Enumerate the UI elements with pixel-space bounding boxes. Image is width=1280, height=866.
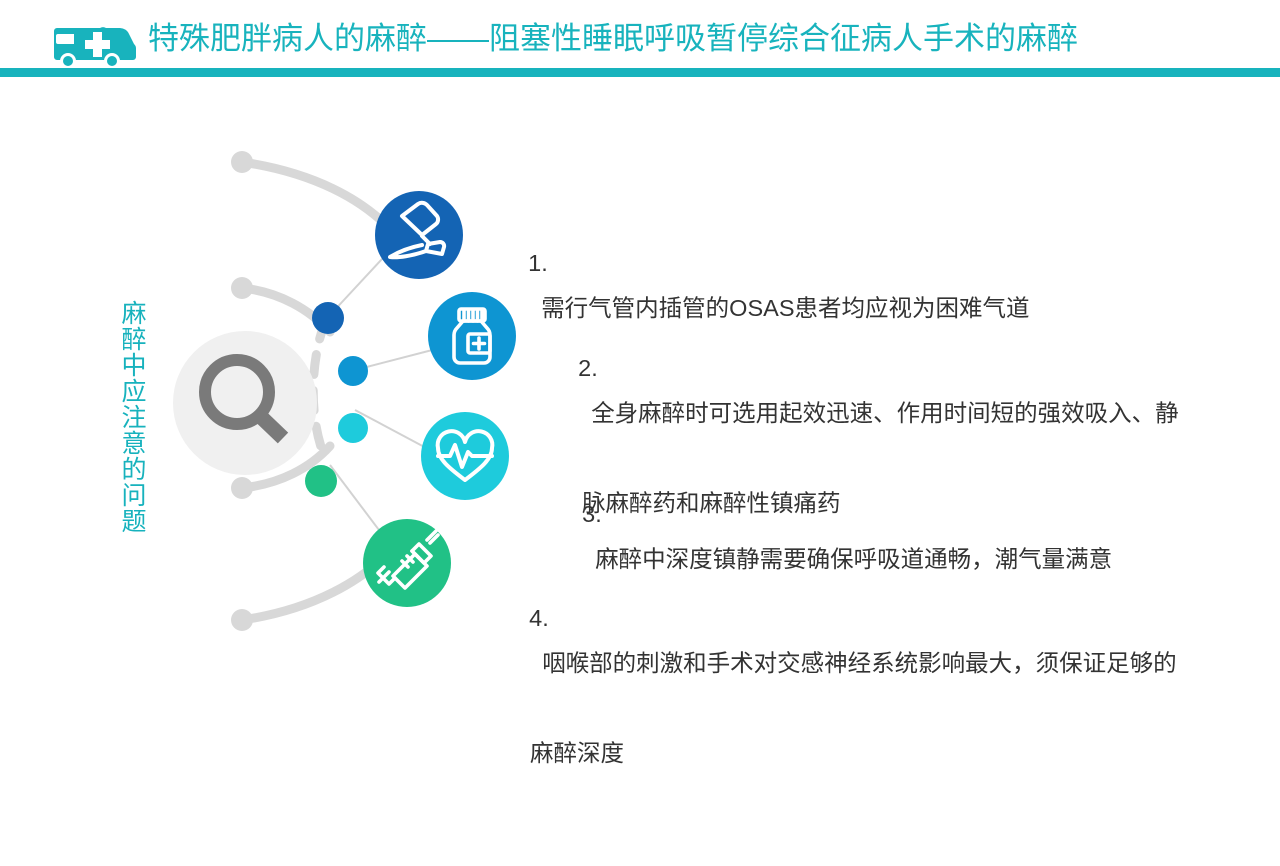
list-item-space bbox=[529, 650, 542, 676]
section-label-vertical: 麻醉中应注意的问题 bbox=[118, 300, 146, 534]
node-syringe bbox=[363, 519, 451, 607]
node-dot-syringe bbox=[305, 465, 337, 497]
list-item-text-line2: 麻醉深度 bbox=[530, 740, 624, 766]
node-dot-medicine bbox=[338, 356, 368, 386]
list-item-space bbox=[528, 295, 541, 321]
list-item: 3. 麻醉中深度镇静需要确保呼吸道通畅，潮气量满意 bbox=[556, 447, 1256, 627]
node-scalpel bbox=[375, 191, 463, 279]
list-item: 2. 全身麻醉时可选用起效迅速、作用时间短的强效吸入、静 脉麻醉药和麻醉性镇痛药 bbox=[552, 301, 1212, 616]
list-item-number: 1. bbox=[528, 250, 548, 276]
list-item-number: 3. bbox=[582, 501, 602, 527]
node-dot-heart bbox=[338, 413, 368, 443]
page-title: 特殊肥胖病人的麻醉——阻塞性睡眠呼吸暂停综合征病人手术的麻醉 bbox=[148, 21, 1078, 56]
list-item-text: 咽喉部的刺激和手术对交感神经系统影响最大，须保证足够的 bbox=[542, 650, 1177, 676]
arc-end-dots bbox=[231, 151, 253, 631]
list-item: 4. 咽喉部的刺激和手术对交感神经系统影响最大，须保证足够的 麻醉深度 bbox=[503, 551, 1243, 866]
ambulance-icon bbox=[38, 18, 146, 70]
content-list: 1. 需行气管内插管的OSAS患者均应视为困难气道 2. 全身麻醉时可选用起效迅… bbox=[502, 196, 1256, 766]
header-divider bbox=[0, 68, 1280, 77]
node-link-lines bbox=[329, 244, 441, 539]
node-medicine-bottle bbox=[428, 292, 516, 380]
list-item: 1. 需行气管内插管的OSAS患者均应视为困难气道 bbox=[502, 196, 1202, 376]
list-item-number: 2. bbox=[578, 355, 598, 381]
list-item-text-line2: 脉麻醉药和麻醉性镇痛药 bbox=[582, 490, 841, 516]
list-item-text: 全身麻醉时可选用起效迅速、作用时间短的强效吸入、静 bbox=[591, 400, 1179, 426]
radial-infographic bbox=[150, 120, 550, 650]
list-item-text: 麻醉中深度镇静需要确保呼吸道通畅，潮气量满意 bbox=[595, 546, 1113, 572]
node-heart-pulse bbox=[421, 412, 509, 500]
list-item-space bbox=[578, 400, 591, 426]
list-item-number: 4. bbox=[529, 605, 549, 631]
search-magnifier-icon bbox=[173, 331, 317, 475]
page-header: 特殊肥胖病人的麻醉——阻塞性睡眠呼吸暂停综合征病人手术的麻醉 bbox=[0, 0, 1280, 78]
node-dot-scalpel bbox=[312, 302, 344, 334]
list-item-text: 需行气管内插管的OSAS患者均应视为困难气道 bbox=[541, 295, 1030, 321]
